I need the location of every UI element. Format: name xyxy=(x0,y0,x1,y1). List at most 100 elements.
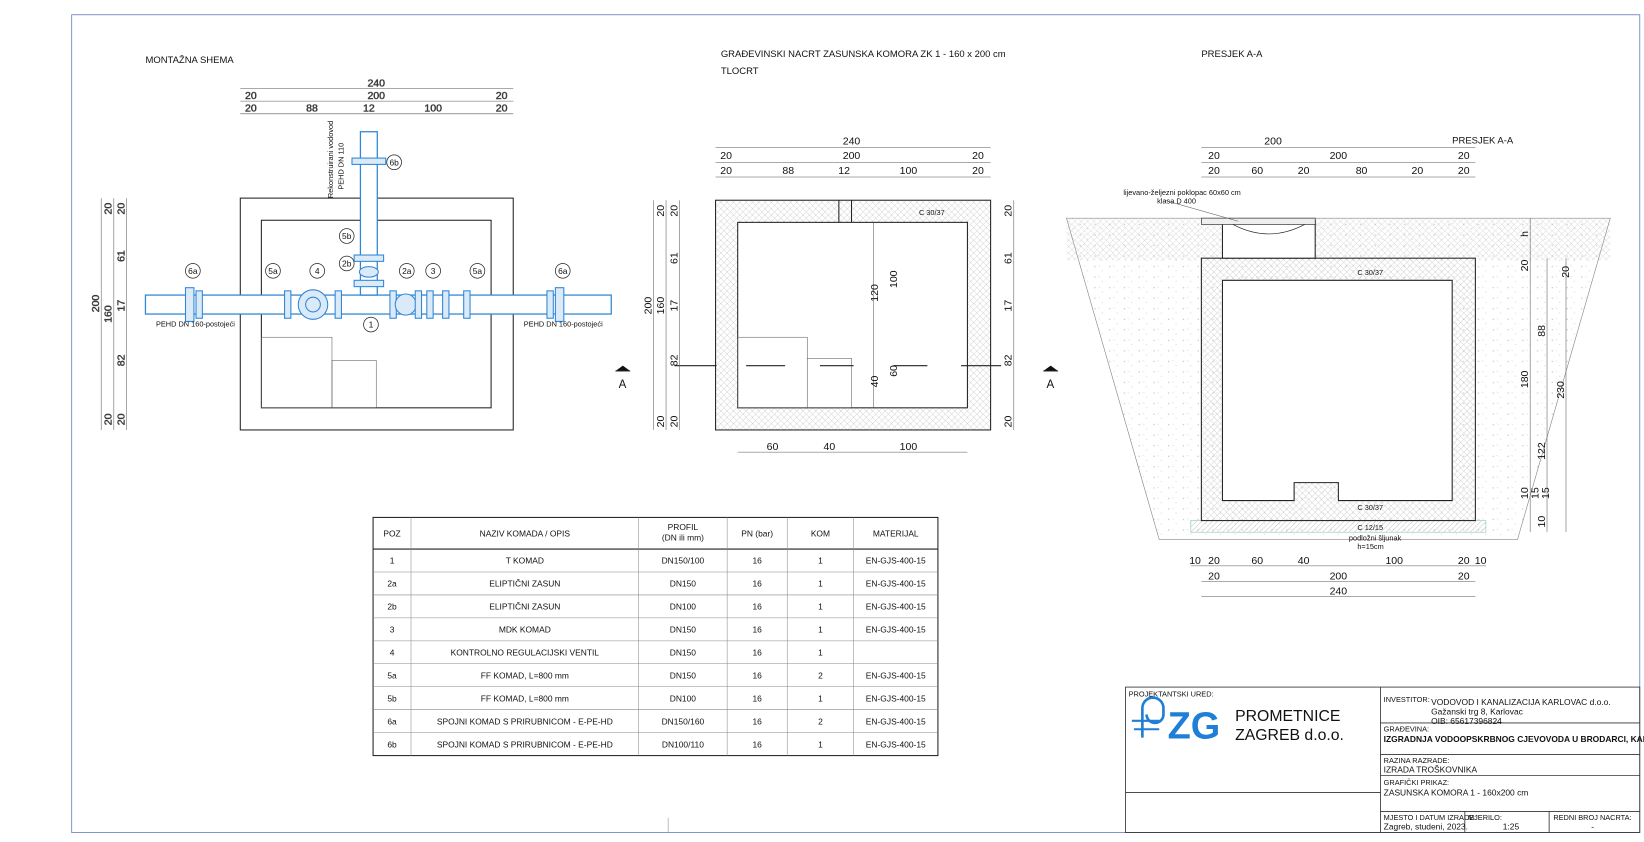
dimension-label: 100 xyxy=(900,165,918,177)
title-block: PROJEKTANTSKI URED: ZG PROMETNICE ZAGREB… xyxy=(1125,686,1644,833)
dimension-label: 61 xyxy=(669,252,681,264)
table-cell: 6b xyxy=(387,739,397,749)
branch-pipe xyxy=(359,131,378,296)
dimension-label: 20 xyxy=(655,416,667,428)
dimension-label: 20 xyxy=(720,165,732,177)
dimension-label: 20 xyxy=(103,413,115,425)
table-header: (DN ili mm) xyxy=(662,533,704,543)
dimension-label: 20 xyxy=(1208,555,1220,567)
position-marker-circle xyxy=(338,228,355,244)
concrete-top: C 30/37 xyxy=(1357,268,1383,277)
dimension-label: 12 xyxy=(363,103,375,115)
dimension-label: 100 xyxy=(900,441,918,453)
table-cell: DN150 xyxy=(670,647,697,657)
position-marker-label: 4 xyxy=(315,266,320,276)
dimension-label: 20 xyxy=(1458,571,1470,583)
table-cell: 1 xyxy=(390,556,395,566)
dimension-label: 160 xyxy=(655,297,667,315)
position-marker-label: 2a xyxy=(402,266,412,276)
table-cell: 3 xyxy=(390,625,395,635)
table-cell: 1 xyxy=(818,647,823,657)
cover-label-2: klasa D 400 xyxy=(1157,196,1196,205)
dimension-label: 60 xyxy=(1251,165,1263,177)
dimension-label: 120 xyxy=(869,284,881,302)
dimension-label: 200 xyxy=(367,90,385,102)
table-cell: 16 xyxy=(753,647,763,657)
table-cell: 6a xyxy=(387,716,397,726)
position-marker-circle xyxy=(425,263,441,279)
dimension-label: 20 xyxy=(1519,260,1531,272)
dimension-label: 20 xyxy=(972,150,984,162)
dimension-label: 180 xyxy=(1519,370,1531,388)
table-cell: T KOMAD xyxy=(506,556,544,566)
company-logo: ZG xyxy=(1131,696,1221,748)
dimension-label: 20 xyxy=(1412,165,1424,177)
position-marker-circle xyxy=(555,263,571,279)
dimension-label: 200 xyxy=(642,297,654,315)
building-label: GRAĐEVINA: xyxy=(1384,724,1429,733)
investor-name: VODOVOD I KANALIZACIJA KARLOVAC d.o.o. xyxy=(1431,697,1611,707)
company-name-2: ZAGREB d.o.o. xyxy=(1235,727,1344,744)
dimension-label: 15 xyxy=(1530,487,1542,499)
dimension-label: 10 xyxy=(1536,516,1548,528)
dimension-label: 20 xyxy=(972,165,984,177)
dimension-label: 200 xyxy=(90,295,102,313)
table-cell: 16 xyxy=(753,739,763,749)
pipe-right-label: PEHD DN 160-postojeći xyxy=(524,320,603,329)
dimension-label: 160 xyxy=(103,305,115,323)
dimension-label: 20 xyxy=(1208,150,1220,162)
table-cell: DN100/110 xyxy=(662,739,704,749)
dimension-label: 100 xyxy=(424,103,442,115)
dimension-label: 10 xyxy=(1475,555,1487,567)
logo-letters: ZG xyxy=(1168,706,1221,748)
table-cell: KONTROLNO REGULACIJSKI VENTIL xyxy=(451,647,600,657)
level: IZRADA TROŠKOVNIKA xyxy=(1384,764,1478,774)
dimension-label: 20 xyxy=(1003,205,1015,217)
dimension-label: 82 xyxy=(669,354,681,366)
dimension-label: 60 xyxy=(888,365,900,377)
dimension-label: 20 xyxy=(1003,416,1015,428)
table-cell: EN-GJS-400-15 xyxy=(866,739,926,749)
office-label: PROJEKTANTSKI URED: xyxy=(1129,690,1214,699)
dimension-label: 88 xyxy=(782,165,794,177)
dimension-label: 20 xyxy=(1458,150,1470,162)
position-marker-circle xyxy=(386,154,402,171)
table-cell: 16 xyxy=(753,716,763,726)
scale-label: MJERILO: xyxy=(1468,813,1502,822)
dimension-label: 40 xyxy=(824,441,836,453)
table-cell: 16 xyxy=(753,670,763,680)
dimension-label: 20 xyxy=(1560,266,1572,278)
table-cell: FF KOMAD, L=800 mm xyxy=(481,670,569,680)
dimension-label: 80 xyxy=(1356,165,1368,177)
table-cell: DN150 xyxy=(670,579,697,589)
cover-label-1: lijevano-željezni poklopac 60x60 cm xyxy=(1123,188,1240,197)
dimension-label: 12 xyxy=(838,165,850,177)
table-cell: DN150 xyxy=(670,625,697,635)
table-cell: 5a xyxy=(387,670,397,680)
dimension-label: 60 xyxy=(1251,555,1263,567)
dimension-label: 20 xyxy=(1298,165,1310,177)
table-cell: EN-GJS-400-15 xyxy=(866,716,926,726)
table-cell: EN-GJS-400-15 xyxy=(866,625,926,635)
dimension-label: 88 xyxy=(1536,325,1548,337)
dimension-label: 240 xyxy=(367,77,385,89)
table-cell: 16 xyxy=(753,693,763,703)
table-header: POZ xyxy=(383,528,400,538)
position-marker-label: 5b xyxy=(342,231,352,241)
tlocrt-concrete: C 30/37 xyxy=(919,208,945,217)
dimension-label: 200 xyxy=(1330,150,1348,162)
table-cell: 16 xyxy=(753,579,763,589)
table-cell: DN150/160 xyxy=(662,716,705,726)
building: IZGRADNJA VODOOPSKRBNOG CJEVOVODA U BROD… xyxy=(1384,734,1644,744)
table-header: KOM xyxy=(811,528,830,538)
table-cell: 4 xyxy=(390,647,395,657)
dimension-label: 17 xyxy=(115,300,127,312)
position-marker-circle xyxy=(338,255,355,272)
drawing-label: GRAFIČKI PRIKAZ: xyxy=(1384,778,1449,787)
flanges xyxy=(184,157,565,322)
table-cell: EN-GJS-400-15 xyxy=(866,602,926,612)
position-marker-label: 1 xyxy=(369,320,374,330)
pipe-left-label: PEHD DN 160-postojeći xyxy=(156,320,235,329)
gravel-label-1: podložni šljunak xyxy=(1349,534,1402,543)
concrete-bottom: C 30/37 xyxy=(1357,503,1383,512)
